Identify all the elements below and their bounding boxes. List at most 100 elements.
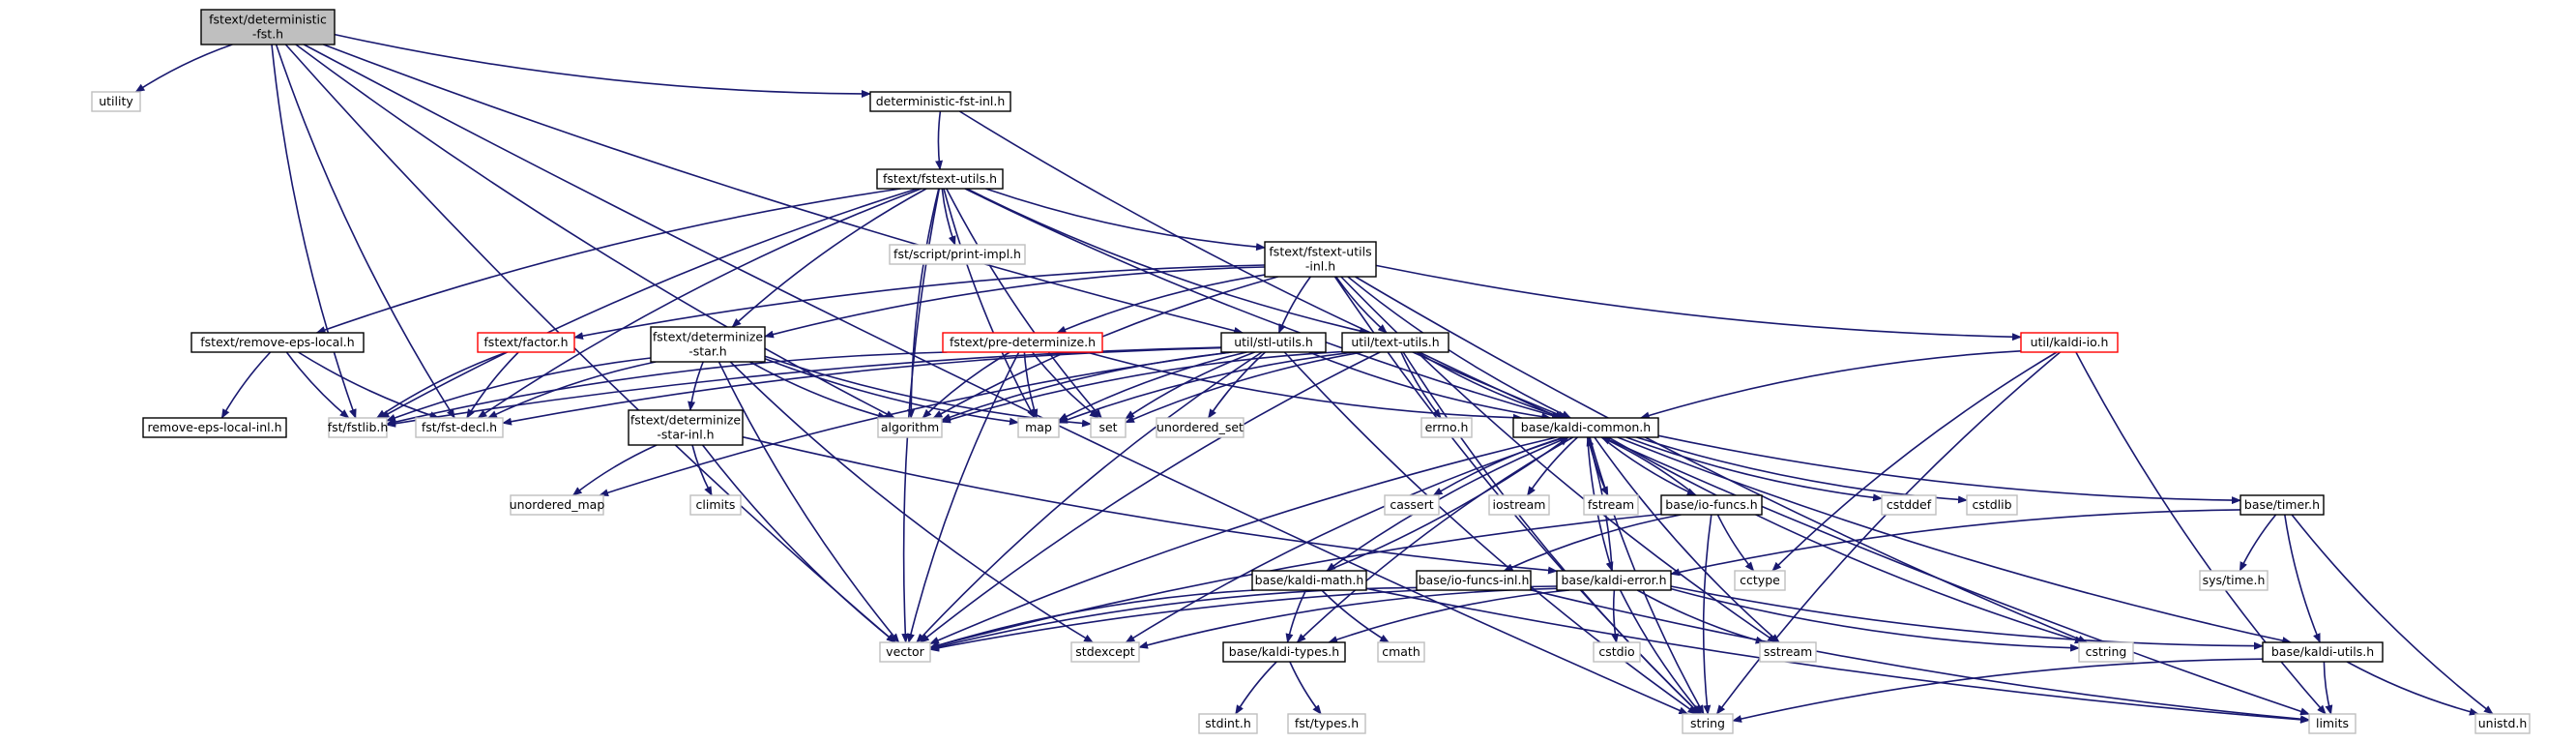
edge-fstext-utils-to-print-impl [941,188,956,246]
node-box [1070,641,1140,663]
node-label: base/timer.h [2244,497,2320,512]
node-cmath: cmath [1377,641,1425,663]
node-timer[interactable]: base/timer.h [2239,494,2325,516]
edge-io-funcs-to-string [1702,514,1712,715]
node-label: stdint.h [1205,716,1251,730]
node-label: -inl.h [1305,259,1335,274]
node-kaldi-types[interactable]: base/kaldi-types.h [1222,641,1346,663]
node-box [1593,641,1641,663]
node-box [2020,332,2119,353]
node-box [1222,641,1346,663]
node-box [1287,713,1366,734]
node-io-funcs[interactable]: base/io-funcs.h [1660,494,1763,516]
node-label: map [1025,420,1052,434]
edge-fstext-utils-inl-to-pre-determinize [1056,274,1266,334]
edge-determinize-star-to-map [764,358,1019,426]
edge-fstext-utils-to-set [946,188,1102,419]
node-box [1198,713,1258,734]
node-kaldi-common[interactable]: base/kaldi-common.h [1512,417,1659,438]
node-kaldi-math[interactable]: base/kaldi-math.h [1251,570,1367,591]
edge-kaldi-common-to-stdexcept [1125,436,1566,643]
node-box [2262,641,2384,663]
edge-kaldi-common-to-kaldi-math [1326,436,1569,572]
edge-kaldi-types-to-stdint [1235,661,1277,715]
edge-timer-to-unistd [2291,514,2494,715]
edge-remove-eps-local-to-fst-decl [297,351,440,419]
node-label: fstext/fstext-utils.h [883,171,997,186]
node-box [1682,713,1734,734]
edge-kaldi-error-to-kaldi-utils [1670,585,2264,650]
node-determinize-star[interactable]: fstext/determinize-star.h [650,326,766,363]
node-unistd: unistd.h [2474,713,2531,734]
node-deterministic-fst-inl[interactable]: deterministic-fst-inl.h [869,91,1011,112]
node-box [1251,570,1367,591]
edge-kaldi-common-to-io-funcs [1600,436,1697,496]
node-stdexcept: stdexcept [1070,641,1140,663]
edge-kaldi-error-to-cstring [1670,587,2080,652]
edge-stl-utils-to-string [1283,351,1698,715]
edge-deterministic-fst-inl-to-kaldi-common [958,110,1568,419]
node-label: fstext/deterministic [209,13,327,27]
node-box [1384,494,1440,516]
edge-fstext-utils-inl-to-factor [573,264,1266,341]
node-label: util/text-utils.h [1351,335,1439,349]
edge-kaldi-math-to-cmath [1321,589,1390,643]
node-unordered_map: unordered_map [510,494,604,516]
node-label: errno.h [1425,420,1469,434]
node-climits: climits [689,494,742,516]
node-text-utils[interactable]: util/text-utils.h [1341,332,1449,353]
node-label: vector [886,644,925,659]
edge-kaldi-common-to-sstream [1594,436,1780,643]
node-label: cstdlib [1972,497,2011,512]
edge-fstext-utils-inl-to-kaldi-io [1375,264,2022,342]
edge-kaldi-common-to-cstddef [1625,436,1883,502]
edge-kaldi-io-to-limits [2075,351,2327,715]
edge-fstext-utils-to-fstlib [379,188,918,419]
node-remove-eps-local[interactable]: fstext/remove-eps-local.h [190,332,365,353]
node-label: fstext/fstext-utils [1269,245,1371,259]
node-determinize-star-inl[interactable]: fstext/determinize-star-inl.h [628,409,744,446]
edge-io-funcs-to-vector [929,513,1662,649]
node-label: set [1098,420,1117,434]
edge-deterministic-fst-to-string [303,44,1689,715]
node-fstext-utils[interactable]: fstext/fstext-utils.h [876,168,1004,190]
node-label: fst/types.h [1295,716,1359,730]
edge-text-utils-to-map [1058,351,1356,424]
node-deterministic-fst[interactable]: fstext/deterministic-fst.h [200,9,336,45]
node-box [876,168,1004,190]
edge-text-utils-to-errno [1400,351,1442,419]
node-factor[interactable]: fstext/factor.h [477,332,575,353]
node-label: fst/fst-decl.h [422,420,497,434]
edge-deterministic-fst-to-deterministic-fst-inl [334,33,871,98]
node-label: stdexcept [1075,644,1134,659]
node-string: string [1682,713,1734,734]
node-box [1556,570,1672,591]
edge-determinize-star-to-vector [717,361,900,643]
node-label: iostream [1493,497,1546,512]
node-kaldi-io[interactable]: util/kaldi-io.h [2020,332,2119,353]
node-label: -fst.h [252,27,283,42]
node-box [1881,494,1937,516]
edge-fstext-utils-inl-to-determinize-star [764,266,1266,339]
node-box [1759,641,1817,663]
node-remove-eps-local-inl[interactable]: remove-eps-local-inl.h [142,417,287,438]
node-fstext-utils-inl[interactable]: fstext/fstext-utils-inl.h [1264,241,1377,278]
node-box [1966,494,2018,516]
node-kaldi-utils[interactable]: base/kaldi-utils.h [2262,641,2384,663]
node-label: fstream [1588,497,1634,512]
edge-stl-utils-to-fst-decl [502,346,1222,426]
edge-kaldi-io-to-kaldi-common [1639,350,2022,420]
node-io-funcs-inl[interactable]: base/io-funcs-inl.h [1416,570,1532,591]
edge-determinize-star-inl-to-kaldi-error [742,435,1558,575]
edge-fstext-utils-to-kaldi-common [964,188,1562,420]
node-box [200,9,336,45]
edge-kaldi-error-to-kaldi-types [1328,589,1569,643]
node-label: base/kaldi-math.h [1255,573,1364,587]
node-stl-utils[interactable]: util/stl-utils.h [1220,332,1327,353]
node-kaldi-error[interactable]: base/kaldi-error.h [1556,570,1672,591]
node-label: cstring [2086,644,2127,659]
edge-stl-utils-to-kaldi-common [1308,351,1552,421]
node-label: fstext/remove-eps-local.h [200,335,354,349]
edge-kaldi-utils-to-string [1732,658,2264,723]
node-pre-determinize[interactable]: fstext/pre-determinize.h [942,332,1103,353]
